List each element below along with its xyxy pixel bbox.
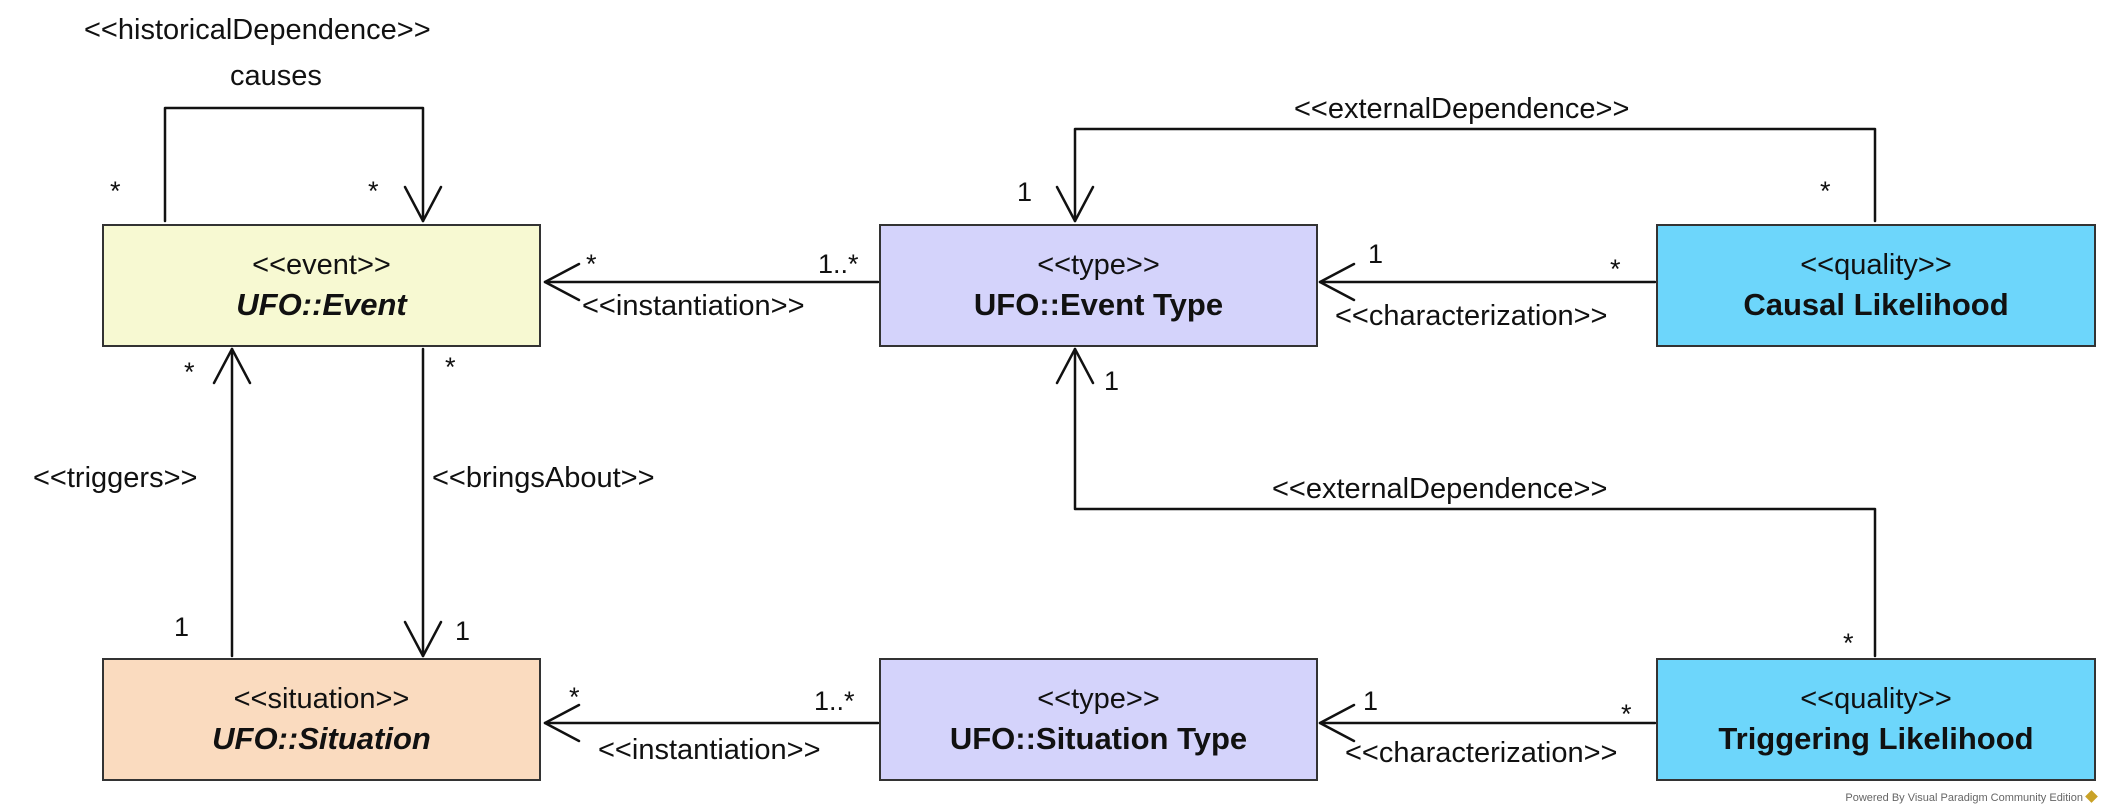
class-event-name: UFO::Event <box>236 286 407 322</box>
event-instantiation-event-multiplicity: * <box>586 249 597 279</box>
class-situation-name: UFO::Situation <box>212 720 431 756</box>
class-triggering-likelihood-stereotype: <<quality>> <box>1800 682 1952 715</box>
class-situation-type[interactable]: <<type>> UFO::Situation Type <box>879 658 1318 781</box>
class-situation-type-name: UFO::Situation Type <box>949 720 1248 756</box>
causal-external-quality-multiplicity: * <box>1820 176 1831 206</box>
causes-stereotype-label: <<historicalDependence>> <box>84 14 431 46</box>
class-event[interactable]: <<event>> UFO::Event <box>102 224 541 347</box>
triggering-characterization-quality-multiplicity: * <box>1621 699 1632 729</box>
situation-instantiation-situation-multiplicity: * <box>569 682 580 712</box>
triggering-characterization-type-multiplicity: 1 <box>1363 686 1379 716</box>
class-triggering-likelihood-name: Triggering Likelihood <box>1718 720 2034 756</box>
class-event-type-name: UFO::Event Type <box>973 286 1224 322</box>
causes-target-multiplicity: * <box>368 176 379 206</box>
causal-characterization-label: <<characterization>> <box>1335 300 1608 332</box>
brings-about-arrowhead <box>403 620 443 658</box>
class-causal-likelihood[interactable]: <<quality>> Causal Likelihood <box>1656 224 2096 347</box>
causes-line[interactable] <box>163 106 425 223</box>
class-situation-type-stereotype: <<type>> <box>1037 682 1160 715</box>
triggers-event-multiplicity: * <box>184 357 195 387</box>
triggering-characterization-arrowhead <box>1318 703 1356 743</box>
causal-external-arrowhead <box>1055 185 1095 223</box>
triggering-external-type-multiplicity: 1 <box>1104 366 1120 396</box>
causal-characterization-quality-multiplicity: * <box>1610 254 1621 284</box>
triggering-external-label: <<externalDependence>> <box>1272 473 1608 505</box>
causal-external-line[interactable] <box>1073 127 1877 223</box>
brings-about-event-multiplicity: * <box>445 352 456 382</box>
powered-by-footer: Powered By Visual Paradigm Community Edi… <box>1845 790 2098 804</box>
causes-arrowhead <box>403 185 443 223</box>
class-situation-stereotype: <<situation>> <box>233 682 410 715</box>
triggering-external-arrowhead <box>1055 347 1095 385</box>
brings-about-label: <<bringsAbout>> <box>432 462 655 494</box>
triggering-external-quality-multiplicity: * <box>1843 628 1854 658</box>
causal-characterization-arrowhead <box>1318 262 1356 302</box>
causal-external-label: <<externalDependence>> <box>1294 93 1630 125</box>
class-event-stereotype: <<event>> <box>252 248 391 281</box>
triggers-label: <<triggers>> <box>33 462 198 494</box>
triggers-situation-multiplicity: 1 <box>174 612 190 642</box>
event-instantiation-label: <<instantiation>> <box>582 290 805 322</box>
class-event-type[interactable]: <<type>> UFO::Event Type <box>879 224 1318 347</box>
causes-source-multiplicity: * <box>110 176 121 206</box>
triggering-characterization-label: <<characterization>> <box>1345 737 1618 769</box>
situation-instantiation-arrowhead <box>543 703 581 743</box>
causes-name-label: causes <box>230 60 322 92</box>
visual-paradigm-logo-icon <box>2085 790 2098 803</box>
class-causal-likelihood-name: Causal Likelihood <box>1743 286 2009 322</box>
event-instantiation-arrowhead <box>543 262 581 302</box>
footer-text: Powered By Visual Paradigm Community Edi… <box>1845 792 2083 804</box>
situation-instantiation-label: <<instantiation>> <box>598 734 821 766</box>
class-triggering-likelihood[interactable]: <<quality>> Triggering Likelihood <box>1656 658 2096 781</box>
event-instantiation-type-multiplicity: 1..* <box>818 249 859 279</box>
causal-characterization-type-multiplicity: 1 <box>1368 239 1384 269</box>
class-event-type-stereotype: <<type>> <box>1037 248 1160 281</box>
triggers-arrowhead <box>212 347 252 385</box>
causal-external-type-multiplicity: 1 <box>1017 177 1033 207</box>
brings-about-situation-multiplicity: 1 <box>455 616 471 646</box>
class-situation[interactable]: <<situation>> UFO::Situation <box>102 658 541 781</box>
class-causal-likelihood-stereotype: <<quality>> <box>1800 248 1952 281</box>
situation-instantiation-type-multiplicity: 1..* <box>814 686 855 716</box>
triggering-external-line[interactable] <box>1073 347 1877 658</box>
